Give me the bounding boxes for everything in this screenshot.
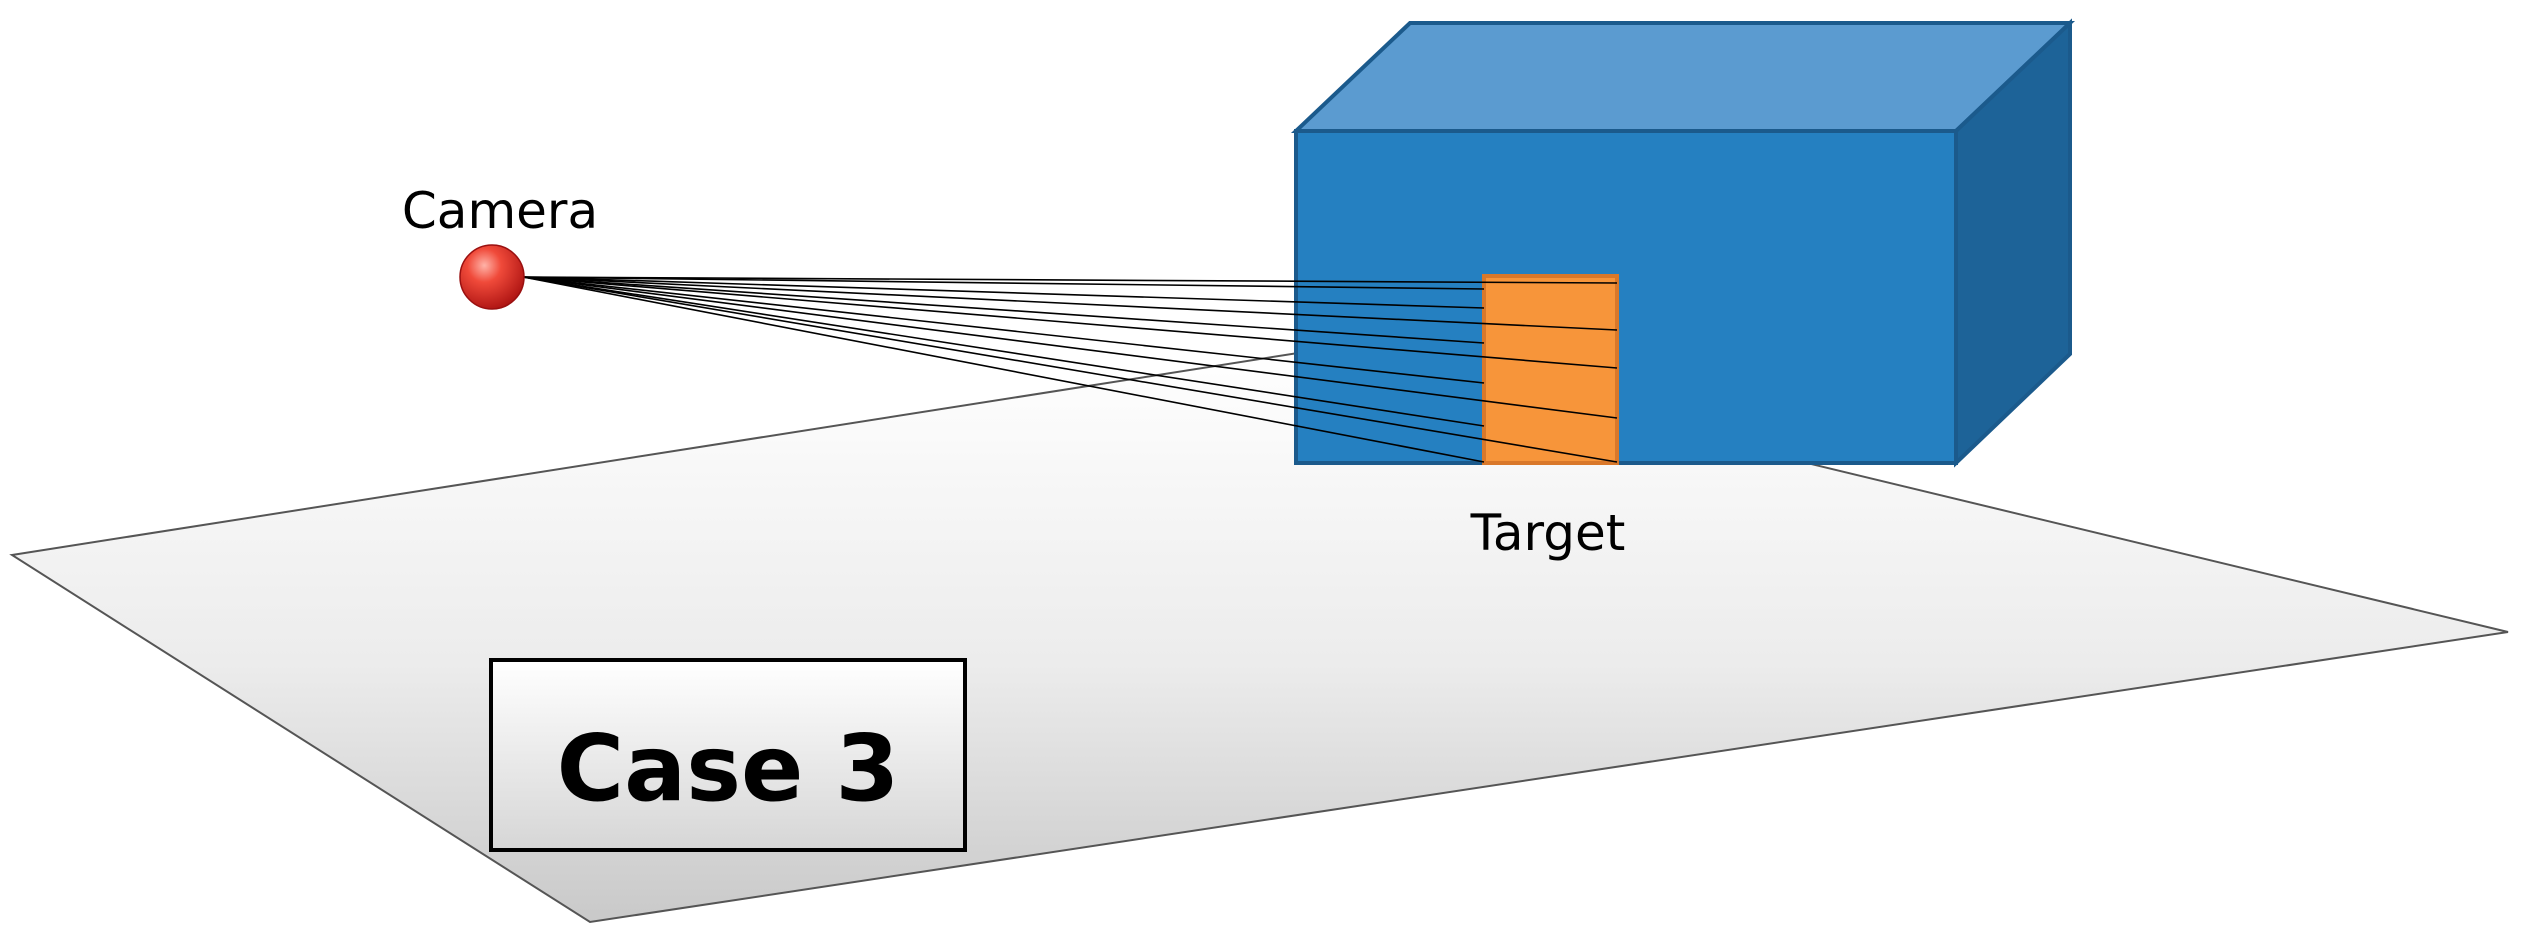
case-label: Case 3 [557, 715, 900, 822]
ray [522, 276, 1618, 331]
ray [522, 276, 1485, 344]
target-patch [1482, 274, 1619, 465]
ground-plane [9, 346, 2509, 924]
camera-sphere-icon [459, 244, 525, 310]
camera-label: Camera [402, 182, 598, 240]
ray [522, 276, 1485, 427]
ray [522, 276, 1485, 290]
box-top-face [1290, 21, 2076, 133]
camera-rays [522, 276, 1618, 463]
ray [522, 276, 1485, 463]
ray [522, 276, 1618, 284]
case-box [489, 658, 967, 852]
ray [522, 276, 1485, 384]
target-label: Target [1470, 504, 1626, 562]
box-front-face [1294, 129, 1958, 465]
ray [522, 276, 1485, 309]
ray [522, 276, 1618, 463]
ray [522, 276, 1618, 419]
ray [522, 276, 1618, 369]
